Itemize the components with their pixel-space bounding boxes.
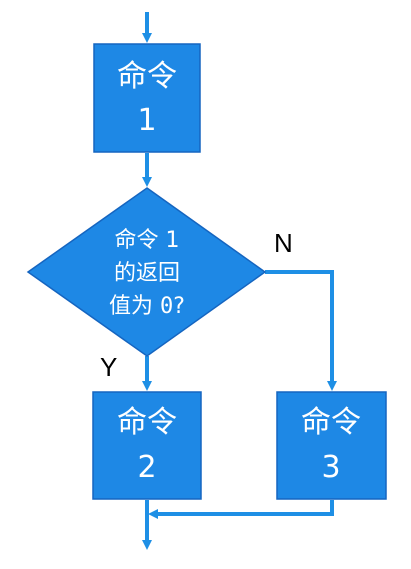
command-3-title: 命令 xyxy=(301,405,361,440)
arrow-no-to-cmd3 xyxy=(265,270,337,391)
command-3-box: 命令 3 xyxy=(276,391,387,500)
command-2-title: 命令 xyxy=(117,405,177,440)
decision-line-3: 值为 0? xyxy=(109,294,185,319)
decision-line-3-suffix: ? xyxy=(173,294,185,319)
command-1-number: 1 xyxy=(137,103,156,138)
yes-label: Y xyxy=(100,352,117,382)
decision-line-2: 的返回 xyxy=(114,261,180,286)
decision-line-3-code: 0 xyxy=(160,294,173,319)
decision-line-1: 命令 1 xyxy=(115,228,180,253)
arrow-cmd3-merge xyxy=(148,500,334,519)
decision-line-3-prefix: 值为 xyxy=(109,294,160,319)
command-2-number: 2 xyxy=(137,450,156,485)
no-label: N xyxy=(274,228,293,258)
command-1-title: 命令 xyxy=(117,59,177,94)
decision-diamond: 命令 1 的返回 值为 0? xyxy=(26,187,267,357)
command-3-number: 3 xyxy=(321,450,340,485)
command-1-box: 命令 1 xyxy=(93,43,201,153)
command-2-box: 命令 2 xyxy=(92,391,202,500)
